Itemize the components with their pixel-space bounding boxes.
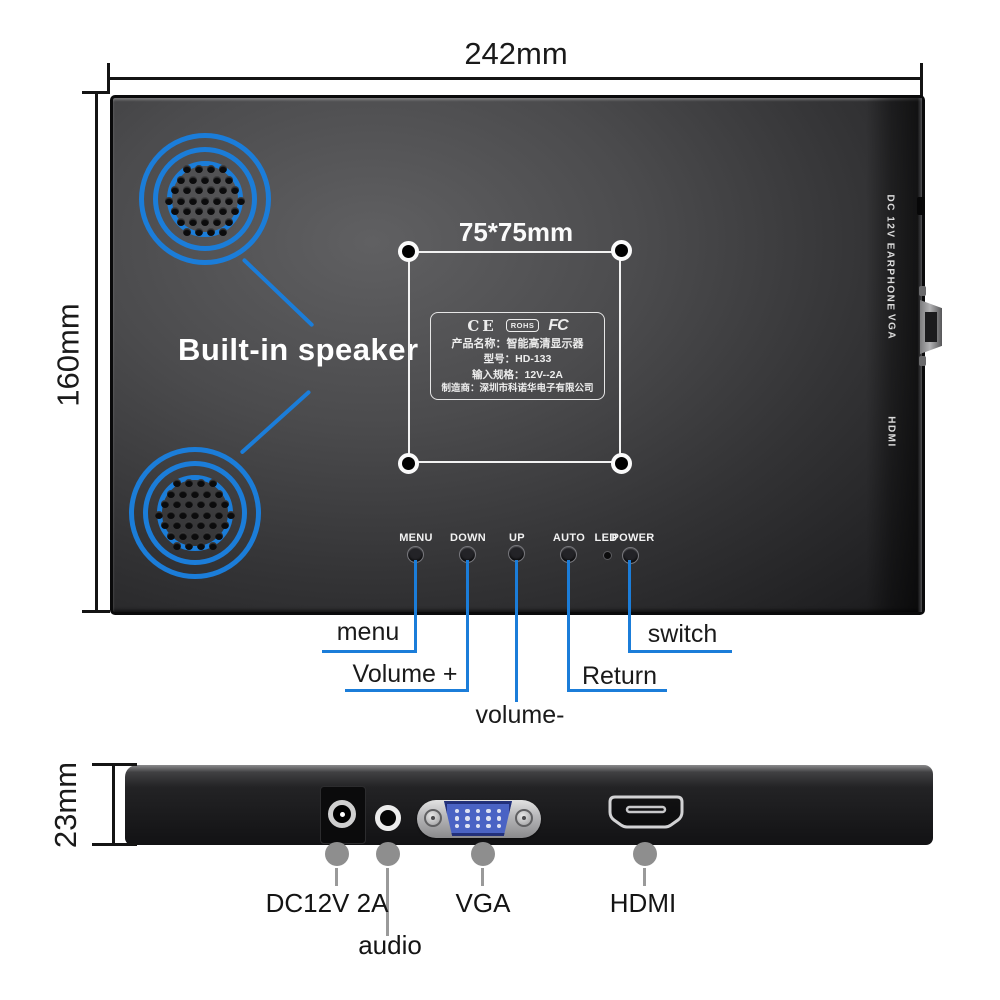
button-label-up: UP (509, 532, 525, 544)
edge-label-hdmi: HDMI (885, 416, 897, 448)
height-dimension-label: 160mm (51, 303, 86, 407)
led-indicator (603, 551, 612, 560)
vga-screw-post-bottom (919, 356, 926, 366)
height-dimension-tick-bottom (82, 610, 110, 613)
stem-return (567, 560, 570, 692)
thickness-dimension-tick-bottom (92, 843, 137, 846)
line-audio (386, 868, 389, 936)
height-dimension-tick-top (82, 91, 110, 94)
certification-logos: CE ROHS FC (467, 316, 568, 335)
sticker-manufacturer: 制造商：深圳市科诺华电子有限公司 (441, 382, 594, 394)
stem-switch (628, 560, 631, 653)
dc-power-pin (340, 812, 345, 817)
height-dimension-label-wrap: 160mm (19, 303, 119, 407)
earphone-jack-edge (917, 197, 925, 215)
callout-underline-return (567, 689, 667, 692)
vga-screw-post-top (919, 286, 926, 296)
button-label-menu: MENU (399, 532, 433, 544)
vga-screw-right (515, 809, 533, 827)
sticker-product-name: 产品名称：智能高清显示器 (451, 337, 584, 350)
vesa-square (408, 251, 621, 463)
audio-jack (375, 805, 401, 831)
callout-volume-up: Volume + (352, 660, 458, 688)
panel-right-bevel (866, 98, 922, 612)
vesa-hole-bottom-left (398, 453, 419, 474)
button-label-power: POWER (611, 532, 655, 544)
sticker-input-spec: 输入规格：12V--2A (471, 368, 564, 381)
speaker-ring-outer-bottom (129, 447, 261, 579)
ce-mark-icon: CE (467, 316, 497, 335)
vga-connector-edge-inner (925, 312, 937, 342)
dot-vga (471, 842, 495, 866)
width-dimension-label: 242mm (464, 36, 568, 71)
line-vga (481, 868, 484, 886)
stem-volume-up (466, 560, 469, 692)
sticker-model: 型号：HD-133 (483, 353, 552, 366)
fcc-mark-icon: FC (548, 316, 568, 334)
thickness-dimension-label-wrap: 23mm (16, 755, 116, 855)
speaker-ring-mid-top (153, 147, 257, 251)
callout-underline-switch (628, 650, 732, 653)
vga-screw-left (424, 809, 442, 827)
callout-volume-down: volume- (475, 701, 565, 729)
dot-audio (376, 842, 400, 866)
line-hdmi (643, 868, 646, 886)
callout-menu: menu (336, 618, 400, 646)
port-label-audio: audio (358, 930, 422, 960)
dot-dc (325, 842, 349, 866)
port-label-hdmi: HDMI (609, 888, 677, 918)
dc-power-barrel (328, 800, 356, 828)
callout-return: Return (581, 662, 658, 690)
stem-volume-down (515, 560, 518, 702)
dot-hdmi (633, 842, 657, 866)
port-label-vga: VGA (455, 888, 511, 918)
line-dc (335, 868, 338, 886)
callout-underline-menu (322, 650, 417, 653)
button-label-led: LED (594, 532, 618, 544)
thickness-dimension-line (112, 764, 115, 846)
rohs-mark-icon: ROHS (505, 319, 540, 332)
thickness-dimension-label: 23mm (47, 761, 83, 849)
vesa-hole-top-right (611, 240, 632, 261)
speaker-grille-top (165, 165, 245, 236)
width-dimension-tick-left (107, 63, 110, 94)
edge-label-dc12v-earphone: DC 12V EARPHONE (884, 194, 896, 312)
port-label-dc: DC12V 2A (265, 888, 389, 918)
speaker-ring-mid-bottom (143, 461, 247, 565)
edge-label-vga: VGA (885, 313, 897, 341)
speaker-note: Built-in speaker (178, 332, 419, 367)
callout-switch: switch (647, 620, 718, 648)
width-dimension-tick-right (920, 63, 923, 96)
thickness-dimension-tick-top (92, 763, 137, 766)
button-label-down: DOWN (449, 532, 487, 544)
hdmi-port (608, 795, 684, 829)
stem-menu (414, 560, 417, 653)
vesa-hole-bottom-right (611, 453, 632, 474)
speaker-ring-outer-top (139, 133, 271, 265)
vesa-dimension-label: 75*75mm (458, 217, 574, 247)
button-label-auto: AUTO (552, 532, 586, 544)
height-dimension-line (95, 92, 98, 613)
callout-underline-volume-up (345, 689, 469, 692)
spec-sticker: CE ROHS FC 产品名称：智能高清显示器 型号：HD-133 输入规格：1… (430, 312, 605, 400)
width-dimension-line (108, 77, 923, 80)
speaker-grille-bottom (155, 479, 235, 550)
vesa-hole-top-left (398, 241, 419, 262)
vga-port-insert (444, 801, 512, 836)
